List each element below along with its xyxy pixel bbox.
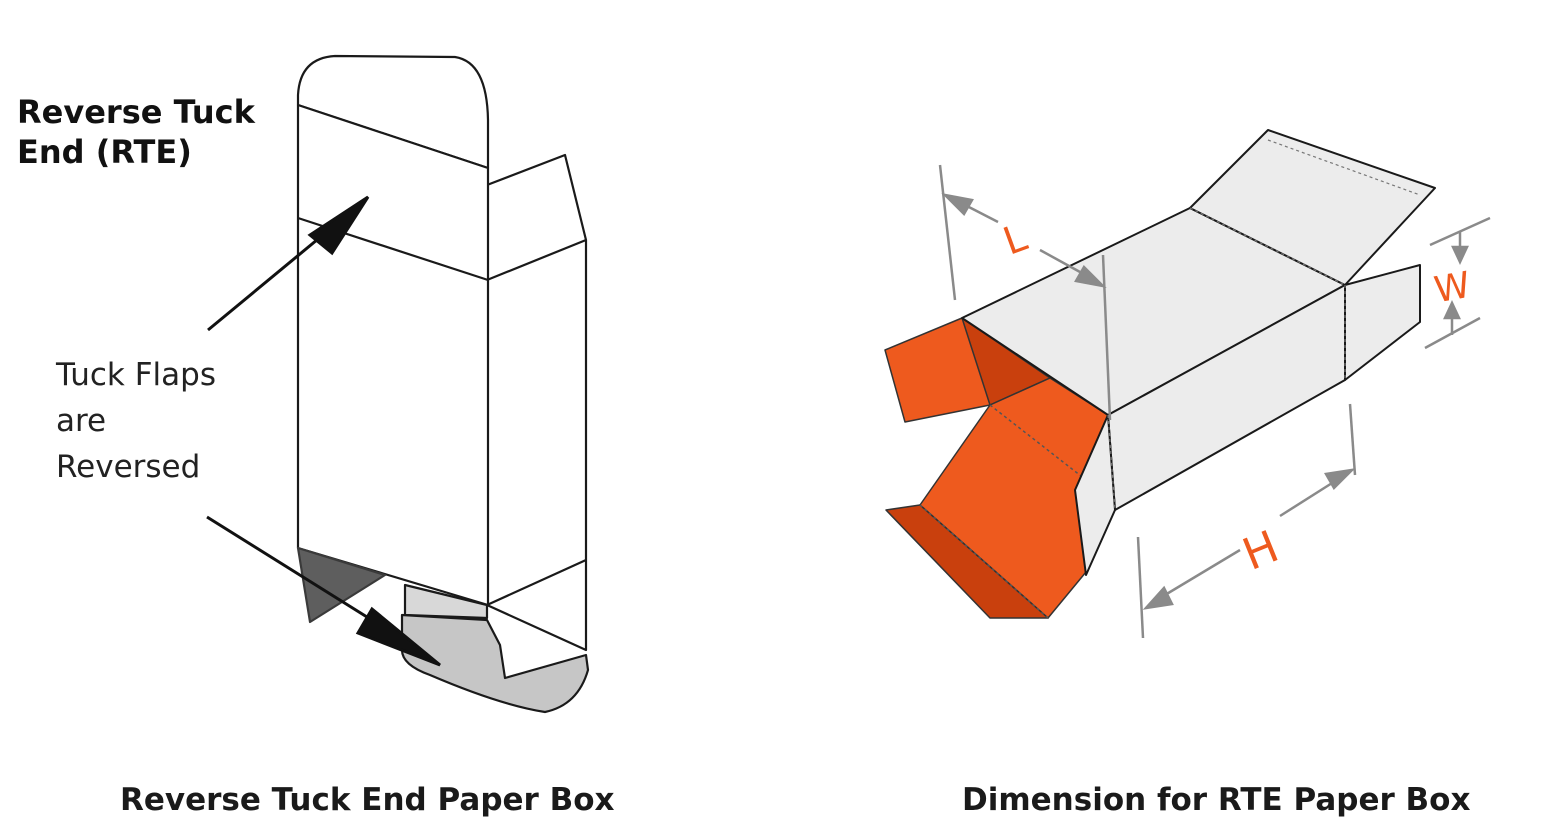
width-label: W: [1431, 265, 1473, 312]
h-arrow-head-2: [1324, 468, 1356, 491]
rte-box-illustration: [206, 54, 590, 714]
rte-title-line-1: Reverse Tuck: [17, 93, 255, 131]
note-line-1: Tuck Flaps: [56, 357, 216, 393]
rte-title: Reverse Tuck End (RTE): [17, 92, 255, 172]
arrow-top-head: [307, 195, 370, 256]
l-arrow-head-2: [1074, 264, 1107, 288]
note-line-2: are: [56, 403, 107, 439]
bottom-tuck-flap: [400, 613, 590, 714]
caption-dimension: Dimension for RTE Paper Box: [962, 782, 1471, 818]
h-arrow-head-1: [1142, 585, 1174, 610]
h-extension-1: [1136, 536, 1145, 639]
note-line-3: Reversed: [56, 449, 201, 485]
tuck-flaps-note: Tuck Flaps are Reversed: [56, 352, 216, 490]
h-extension-2: [1348, 403, 1357, 476]
top-tuck-flap: [296, 54, 490, 170]
inner-dust-flap: [296, 546, 387, 624]
bottom-dust-flap: [403, 583, 489, 620]
side-panel: [485, 153, 588, 652]
l-arrow-head-1: [941, 193, 974, 217]
height-label: H: [1236, 521, 1286, 581]
arrow-top: [207, 223, 336, 332]
dimension-panel: L W H Dimension for RTE Paper Box: [800, 0, 1564, 831]
l-extension-2: [1101, 254, 1112, 421]
w-arrow-head-2: [1443, 300, 1461, 320]
w-arrow-head-1: [1451, 245, 1469, 265]
box-side-flap-lower: [1074, 414, 1116, 576]
box-end-flap: [1344, 264, 1421, 381]
length-label: L: [998, 215, 1033, 264]
front-panel: [296, 103, 490, 607]
rte-title-line-2: End (RTE): [17, 133, 192, 171]
w-extension-1: [1429, 216, 1491, 247]
rte-box-panel: Reverse Tuck End (RTE) Tuck Flaps are Re…: [0, 0, 760, 831]
l-extension-1: [938, 164, 957, 301]
arrow-bottom: [206, 515, 376, 624]
dimension-illustration: L W H: [884, 129, 1491, 639]
arrow-bottom-head: [355, 606, 441, 667]
caption-rte-box: Reverse Tuck End Paper Box: [120, 782, 615, 818]
